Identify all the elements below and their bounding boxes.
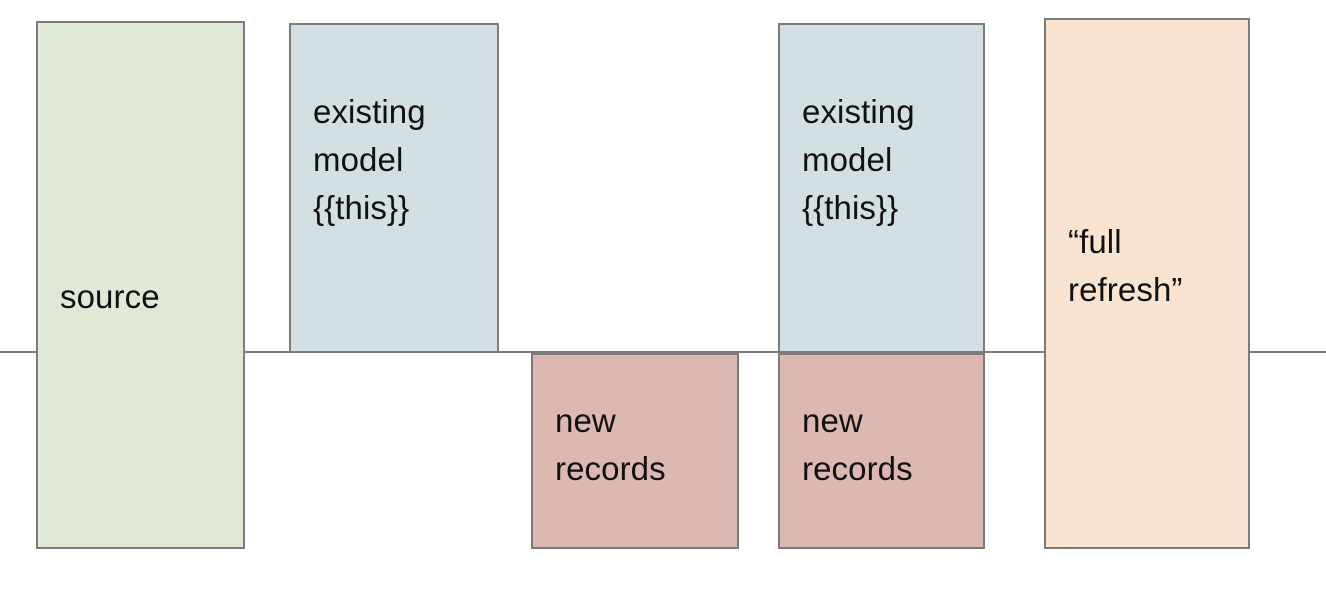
node-full-refresh[interactable]: “full refresh” [1044, 18, 1250, 549]
node-new-records-2[interactable]: new records [778, 353, 985, 549]
node-new-records-1[interactable]: new records [531, 353, 739, 549]
node-full-refresh-label: “full refresh” [1068, 222, 1183, 308]
node-existing-model-1-label: existing model {{this}} [313, 93, 426, 226]
horizontal-baseline-rule [0, 351, 1326, 353]
node-existing-model-2[interactable]: existing model {{this}} [778, 23, 985, 353]
node-source-label: source [60, 278, 160, 316]
node-new-records-2-label: new records [802, 402, 913, 487]
node-existing-model-1[interactable]: existing model {{this}} [289, 23, 499, 353]
node-existing-model-2-label: existing model {{this}} [802, 93, 915, 226]
node-new-records-1-label: new records [555, 402, 666, 487]
node-source[interactable]: source [36, 21, 245, 549]
